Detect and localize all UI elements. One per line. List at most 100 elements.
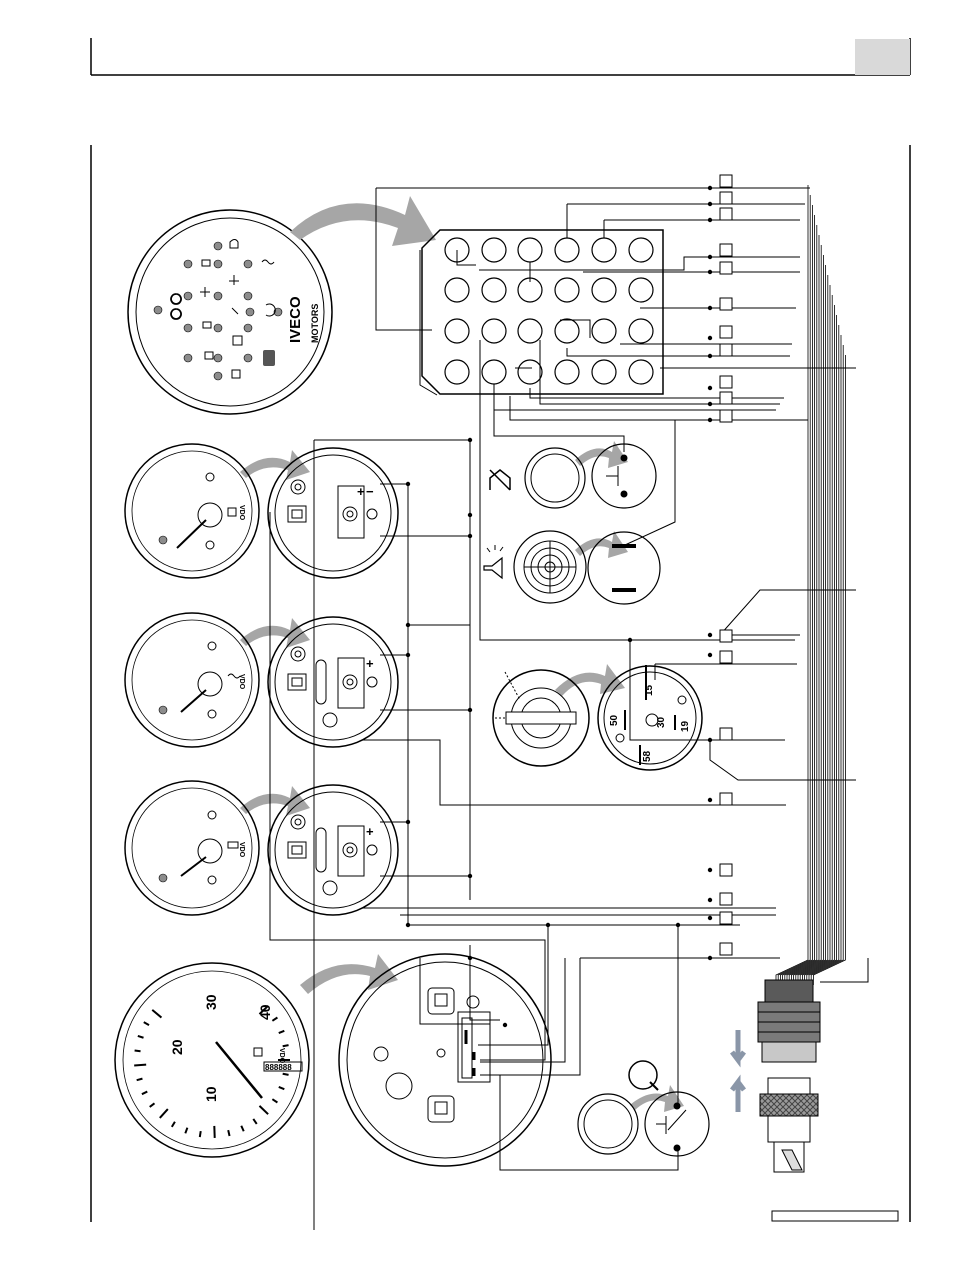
gauge1-brand: VDO (238, 505, 245, 521)
wire (480, 1075, 678, 1170)
wire (510, 396, 808, 420)
junction-dot (708, 270, 712, 274)
tach-tick (272, 1018, 277, 1021)
warning-led (214, 260, 222, 268)
wire-label-box (720, 344, 732, 356)
tach-tick (185, 1128, 187, 1134)
tach-tick (283, 1045, 289, 1046)
glow-plug-icon (200, 287, 210, 297)
wire-label-box (720, 175, 732, 187)
wire (314, 440, 470, 625)
warning-led (244, 324, 252, 332)
tach-tick (200, 1131, 201, 1137)
junction-dot (708, 202, 712, 206)
oil-pressure-warning-icon (230, 240, 238, 249)
pin-r2-c6 (629, 278, 653, 302)
tach-tick (138, 1036, 144, 1038)
gauge3-plus: + (366, 824, 374, 839)
wire-label-box (720, 326, 732, 338)
wire-label-box (720, 728, 732, 740)
junction-dot (708, 916, 712, 920)
junction-dot (708, 336, 712, 340)
pin-r3-c1 (445, 319, 469, 343)
gauge2-brand: VDO (238, 674, 245, 690)
junction-dot (708, 956, 712, 960)
horn-icon (484, 558, 502, 578)
junction-dot (708, 633, 712, 637)
footer-code-box (772, 1211, 898, 1221)
gauge2-plus: + (366, 656, 374, 671)
warning-led (246, 308, 254, 316)
junction-dot (628, 638, 632, 642)
24-pin-connector (422, 230, 663, 394)
wire-label-box (720, 630, 732, 642)
tach-tick (228, 1130, 229, 1136)
multipin-plug-connector (732, 980, 820, 1172)
junction-dot (708, 354, 712, 358)
oil-gauge-icon (228, 842, 238, 848)
panel-brand-iveco: IVECO (287, 296, 304, 343)
tach-brand: VDO (278, 1048, 285, 1064)
fuel-water-icon (233, 336, 242, 345)
transmission-icon (232, 370, 240, 378)
arrow-panel-to-connector (290, 196, 436, 246)
wire (567, 348, 790, 356)
arrow-gauge1 (240, 450, 310, 480)
tach-tick (272, 1099, 277, 1102)
pin-r4-c5 (592, 360, 616, 384)
pin-r4-c4 (555, 360, 579, 384)
tach-tick (279, 1031, 285, 1033)
tach-tick (134, 1065, 146, 1066)
wire (479, 257, 800, 270)
tach-tick (172, 1122, 175, 1127)
junction-dot (468, 956, 472, 960)
wire-label-box (720, 376, 732, 388)
wire (494, 384, 776, 410)
pin-r1-c5 (592, 238, 616, 262)
junction-dot (503, 1023, 507, 1027)
wire-label-box (720, 208, 732, 220)
junction-dot (468, 874, 472, 878)
exhaust-icon (266, 304, 275, 316)
warning-led (184, 292, 192, 300)
buzzer-assembly (484, 531, 660, 604)
down-arrow-icon (732, 1030, 744, 1060)
gauge1-plus: + (357, 484, 365, 499)
pin-r1-c2 (482, 238, 506, 262)
pin-r2-c1 (445, 278, 469, 302)
pin-r4-c1 (445, 360, 469, 384)
pin-r3-c2 (482, 319, 506, 343)
junction-dot (676, 923, 680, 927)
wire-label-box (720, 298, 732, 310)
tach-tick (135, 1050, 141, 1051)
wire-label-box (720, 410, 732, 422)
junction-dot (468, 708, 472, 712)
tach-tick (142, 1092, 147, 1095)
junction-dot (406, 653, 410, 657)
warning-led (214, 372, 222, 380)
wire (530, 388, 784, 398)
ignition-terminal-58: 58 (642, 750, 653, 762)
tach-tick (137, 1079, 143, 1081)
temperature-gauge-back: + (268, 617, 398, 747)
wire-label-box (720, 651, 732, 663)
fuel-gauge: VDO (125, 444, 259, 578)
warning-light-panel: IVECO MOTORS (128, 210, 332, 414)
tach-label-10: 10 (203, 1086, 219, 1102)
wire (480, 958, 565, 1062)
wire (720, 590, 856, 635)
warning-led (214, 354, 222, 362)
gauge1-minus: − (366, 484, 374, 499)
junction-dot (708, 898, 712, 902)
warning-led (214, 292, 222, 300)
tach-tick (160, 1109, 168, 1118)
junction-dot (708, 868, 712, 872)
tach-tick (144, 1022, 149, 1025)
junction-dot (708, 653, 712, 657)
oil-pressure-gauge-back: + (268, 785, 398, 915)
wire-harness-bundle (776, 185, 845, 985)
junction-dots (406, 186, 712, 1027)
junction-dot (406, 820, 410, 824)
odometer-digits: 888888 (265, 1063, 292, 1072)
warning-led (184, 354, 192, 362)
